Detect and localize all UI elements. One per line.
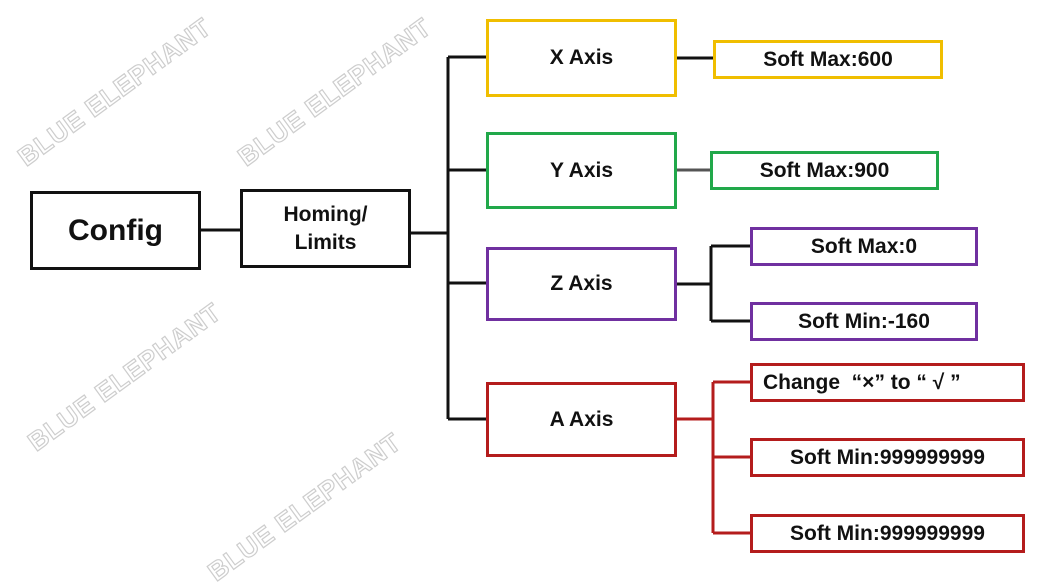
connector-z — [676, 244, 750, 323]
z-soft-max: Soft Max:0 — [750, 227, 978, 266]
z-soft-min: Soft Min:-160 — [750, 302, 978, 341]
a-soft-min-2: Soft Min:999999999 — [750, 514, 1025, 553]
homing-label: Homing/ — [283, 203, 368, 227]
limits-label: Limits — [294, 230, 357, 254]
a-soft-min-1: Soft Min:999999999 — [750, 438, 1025, 477]
config-node: Config — [30, 191, 201, 270]
a-axis-node: A Axis — [486, 382, 677, 457]
homing-limits-node: Homing/ Limits — [240, 189, 411, 268]
y-axis-node: Y Axis — [486, 132, 677, 209]
y-soft-max: Soft Max:900 — [710, 151, 939, 190]
connector-trunk — [410, 55, 486, 421]
z-axis-node: Z Axis — [486, 247, 677, 321]
connector-a — [676, 380, 750, 535]
x-axis-node: X Axis — [486, 19, 677, 97]
x-soft-max: Soft Max:600 — [713, 40, 943, 79]
a-change-checkbox: Change “×” to “ √ ” — [750, 363, 1025, 402]
